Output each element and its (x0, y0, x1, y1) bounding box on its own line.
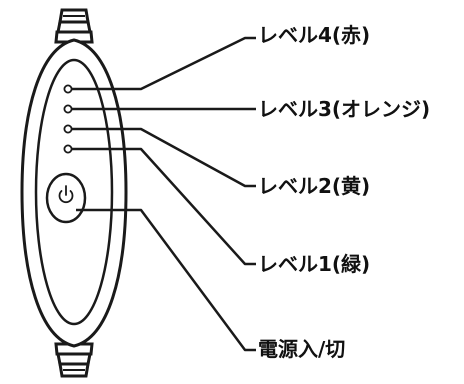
label-level4: レベル4(赤) (258, 23, 371, 47)
bottom-cable (54, 342, 94, 378)
level4-led (63, 84, 73, 94)
leader-power (76, 208, 256, 352)
level1-led (63, 144, 73, 154)
level3-led (63, 104, 73, 114)
power-icon (58, 185, 74, 204)
leader-level1 (72, 147, 256, 266)
leader-lines (72, 36, 256, 352)
label-level1: レベル1(緑) (258, 252, 371, 276)
level2-led (63, 124, 73, 134)
top-cable (54, 8, 94, 44)
label-level3: レベル3(オレンジ) (258, 97, 431, 121)
label-power: 電源入/切 (258, 337, 346, 361)
power-button[interactable] (45, 172, 87, 224)
label-level2: レベル2(黄) (258, 174, 371, 198)
leader-level4 (72, 36, 256, 91)
leader-level2 (72, 127, 256, 188)
